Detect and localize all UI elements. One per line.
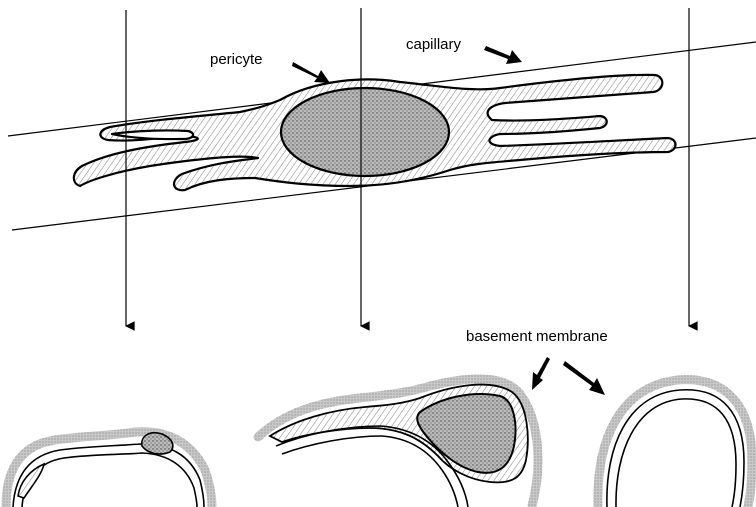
cross-section-left: [6, 432, 212, 507]
cross-section-right: [598, 380, 752, 507]
cross-section-middle: [258, 379, 538, 507]
nucleus-section-middle: [417, 394, 515, 473]
basement-membrane-pointer-left: [532, 357, 550, 390]
capillary-pointer-arrow: [484, 46, 522, 64]
label-pericyte: pericyte: [210, 51, 263, 68]
pericyte-nucleus: [281, 88, 449, 176]
basement-membrane-pointer-right: [563, 361, 605, 395]
pericyte-pointer-arrow: [292, 62, 330, 83]
label-basement-membrane: basement membrane: [466, 328, 608, 345]
pericyte-process-section-left: [18, 464, 44, 498]
label-capillary: capillary: [406, 36, 462, 53]
